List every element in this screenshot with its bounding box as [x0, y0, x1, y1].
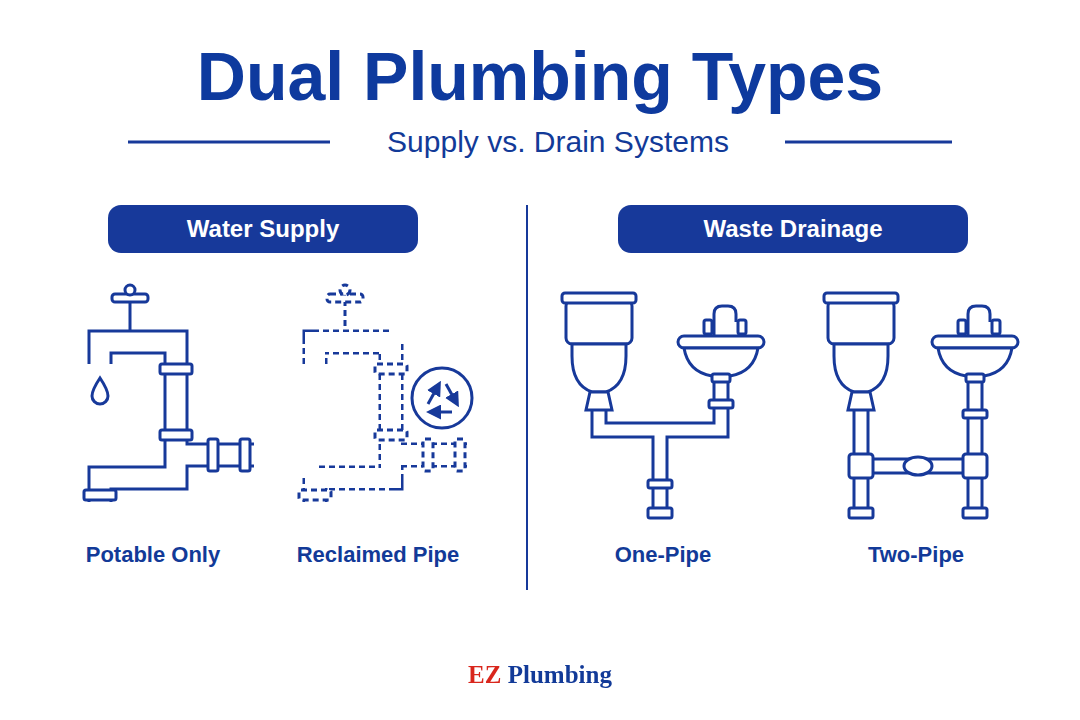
toilet-bowl [572, 344, 626, 392]
section-pill: Water Supply [108, 205, 418, 253]
two-pipe-system [824, 293, 1018, 518]
toilet-tank [566, 300, 632, 344]
one-pipe-system [562, 293, 764, 518]
potable-faucet [84, 285, 254, 502]
item-label: Reclaimed Pipe [297, 542, 460, 568]
section-divider [526, 205, 528, 590]
water-drop [92, 378, 108, 404]
diagram-title: Dual Plumbing Types [197, 37, 883, 115]
item-label: One-Pipe [615, 542, 712, 568]
recycle-symbol [412, 368, 472, 428]
subtitle: Supply vs. Drain Systems [387, 125, 729, 159]
sink-basin [678, 336, 764, 348]
section-pill: Waste Drainage [618, 205, 968, 253]
subtitle-rule [128, 141, 330, 144]
toilet-tank [828, 300, 894, 344]
subtitle-rule [785, 141, 952, 144]
toilet-bowl [834, 344, 888, 392]
sink-basin [932, 336, 1018, 348]
section-heading: Water Supply [187, 215, 339, 243]
item-label: Two-Pipe [868, 542, 964, 568]
brand-logo: EZ Plumbing [466, 661, 614, 689]
item-label: Potable Only [86, 542, 220, 568]
section-heading: Waste Drainage [703, 215, 882, 243]
